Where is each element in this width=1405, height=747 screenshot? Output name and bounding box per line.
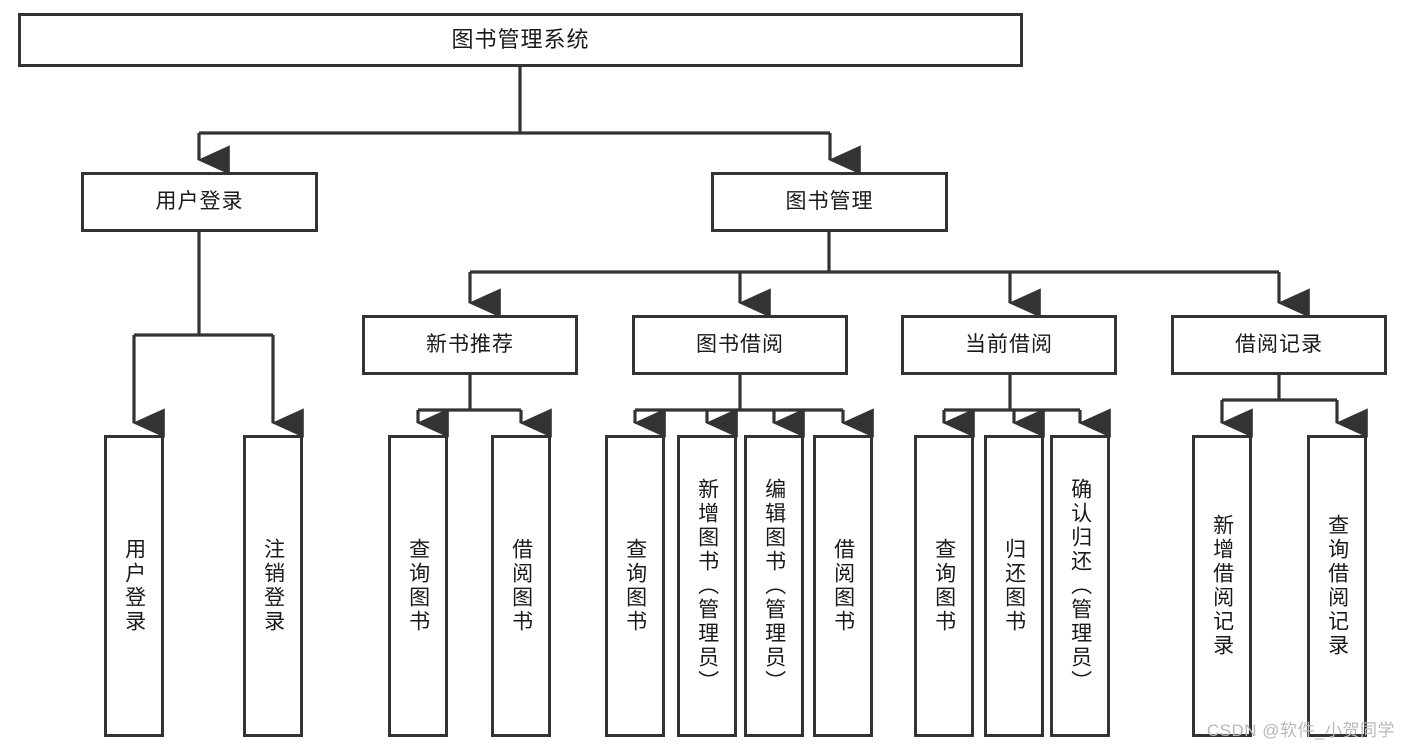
leaf-query-book-current[interactable]: 查询图书 (914, 435, 974, 737)
node-label: 当前借阅 (965, 332, 1053, 356)
node-label: 归还图书 (1002, 538, 1026, 634)
node-root-system[interactable]: 图书管理系统 (18, 13, 1023, 67)
node-label: 注销登录 (261, 538, 285, 634)
leaf-borrow-book-new[interactable]: 借阅图书 (491, 435, 551, 737)
node-label: 借阅图书 (509, 538, 533, 634)
node-label: 编辑图书（管理员） (762, 478, 786, 694)
node-user-login[interactable]: 用户登录 (81, 172, 318, 232)
node-label: 用户登录 (155, 189, 244, 213)
node-label: 新增图书（管理员） (695, 478, 719, 694)
node-label: 图书管理 (785, 189, 874, 213)
node-label: 查询图书 (932, 538, 956, 634)
node-label: 用户登录 (122, 538, 146, 634)
node-label: 新增借阅记录 (1210, 514, 1234, 658)
leaf-edit-book-admin[interactable]: 编辑图书（管理员） (744, 435, 804, 737)
leaf-query-borrow-record[interactable]: 查询借阅记录 (1307, 435, 1367, 737)
node-label: 查询借阅记录 (1325, 514, 1349, 658)
leaf-logout[interactable]: 注销登录 (243, 435, 303, 737)
leaf-confirm-return-admin[interactable]: 确认归还（管理员） (1050, 435, 1110, 737)
node-label: 借阅图书 (831, 538, 855, 634)
leaf-query-book-new[interactable]: 查询图书 (388, 435, 448, 737)
leaf-return-book[interactable]: 归还图书 (984, 435, 1044, 737)
node-book-management[interactable]: 图书管理 (711, 172, 948, 232)
node-book-borrow[interactable]: 图书借阅 (632, 315, 848, 375)
leaf-user-login[interactable]: 用户登录 (104, 435, 164, 737)
node-new-book-recommendation[interactable]: 新书推荐 (362, 315, 578, 375)
node-label: 图书借阅 (696, 332, 784, 356)
node-label: 新书推荐 (426, 332, 514, 356)
leaf-add-borrow-record[interactable]: 新增借阅记录 (1192, 435, 1252, 737)
node-label: 借阅记录 (1235, 332, 1323, 356)
node-label: 查询图书 (623, 538, 647, 634)
node-borrow-record[interactable]: 借阅记录 (1171, 315, 1387, 375)
leaf-add-book-admin[interactable]: 新增图书（管理员） (677, 435, 737, 737)
node-current-borrow[interactable]: 当前借阅 (901, 315, 1117, 375)
leaf-query-book-borrow[interactable]: 查询图书 (605, 435, 665, 737)
node-label: 图书管理系统 (451, 27, 590, 53)
node-label: 查询图书 (406, 538, 430, 634)
node-label: 确认归还（管理员） (1068, 478, 1092, 694)
leaf-borrow-book[interactable]: 借阅图书 (813, 435, 873, 737)
watermark-text: CSDN @软件_小贺同学 (1206, 721, 1395, 740)
